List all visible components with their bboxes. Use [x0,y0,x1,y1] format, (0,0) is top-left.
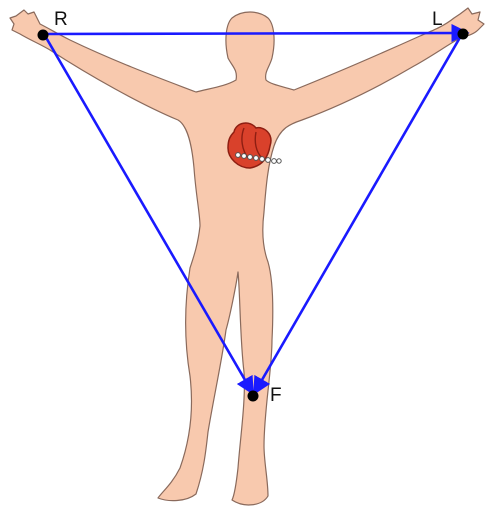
lead-i-vector [44,33,466,34]
electrode-foot [248,391,259,402]
label-right-arm: R [54,9,68,30]
label-foot: F [270,385,282,406]
label-left-arm: L [432,9,443,30]
electrode-right-arm [38,30,49,41]
electrode-left-arm [458,29,469,40]
human-body-icon [10,8,484,505]
